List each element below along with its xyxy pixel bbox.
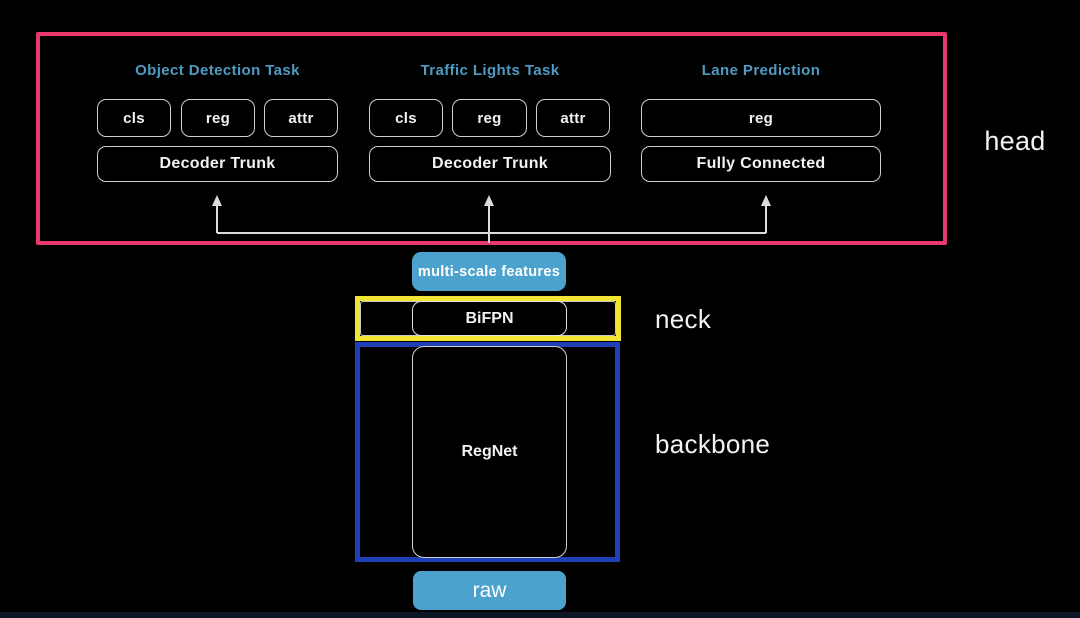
bottom-edge-strip xyxy=(0,612,1080,618)
tl-attr-box: attr xyxy=(536,99,610,137)
tl-cls-box: cls xyxy=(369,99,443,137)
neck-group-box xyxy=(355,296,621,341)
lane-reg-box: reg xyxy=(641,99,881,137)
od-reg-box: reg xyxy=(181,99,255,137)
backbone-label: backbone xyxy=(655,429,771,459)
task-title-traffic-lights: Traffic Lights Task xyxy=(420,62,560,79)
flow-arrows xyxy=(212,195,771,243)
tl-decoder-trunk-box: Decoder Trunk xyxy=(369,146,611,182)
raw-input-badge: raw xyxy=(413,571,566,610)
neck-label: neck xyxy=(655,304,712,334)
task-title-object-detection: Object Detection Task xyxy=(135,62,300,79)
tl-reg-box: reg xyxy=(452,99,527,137)
bifpn-box: BiFPN xyxy=(412,301,567,336)
od-cls-box: cls xyxy=(97,99,171,137)
multi-scale-features-badge: multi-scale features xyxy=(412,252,566,291)
task-title-lane-prediction: Lane Prediction xyxy=(701,62,821,79)
lane-fully-connected-box: Fully Connected xyxy=(641,146,881,182)
regnet-box: RegNet xyxy=(412,346,567,558)
backbone-group-box xyxy=(355,342,620,562)
head-group-box xyxy=(36,32,947,245)
head-label: head xyxy=(984,126,1046,156)
od-attr-box: attr xyxy=(264,99,338,137)
od-decoder-trunk-box: Decoder Trunk xyxy=(97,146,338,182)
